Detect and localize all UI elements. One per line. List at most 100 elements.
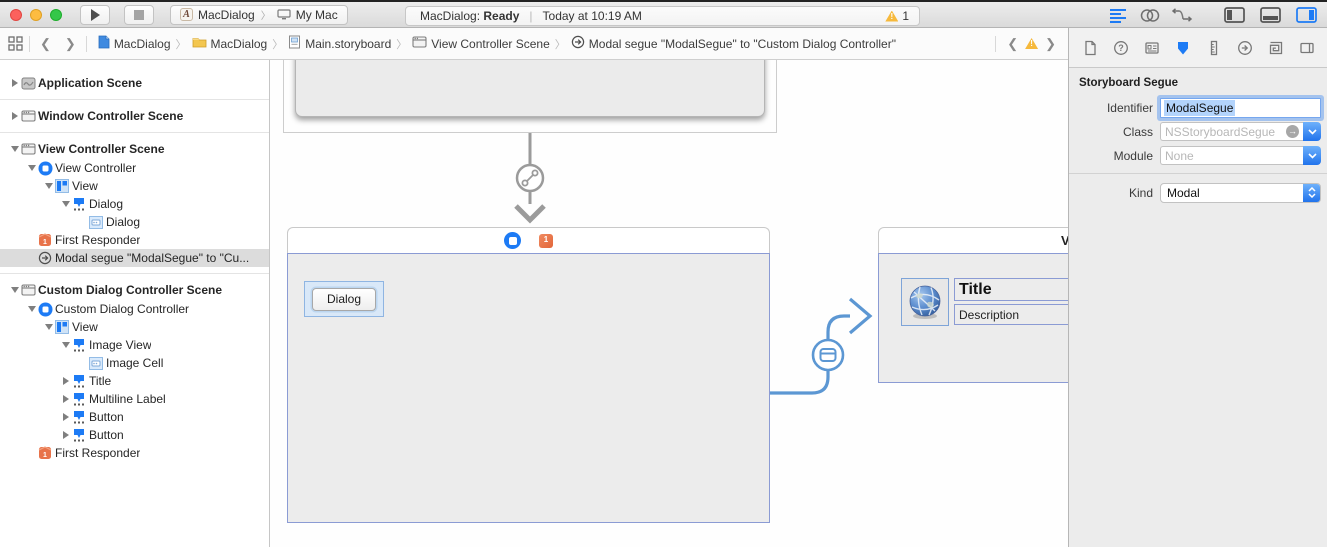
cell-icon <box>89 215 106 229</box>
disclosure-collapsed-icon[interactable] <box>59 413 72 421</box>
breadcrumb-item[interactable]: Modal segue "ModalSegue" to "Custom Dial… <box>571 35 896 52</box>
globe-icon <box>909 285 941 319</box>
outline-row[interactable]: Custom Dialog Controller <box>0 300 269 318</box>
tab-attributes-inspector[interactable] <box>1174 39 1192 57</box>
scene-dock[interactable] <box>287 227 770 253</box>
view-controller-icon[interactable] <box>504 232 521 249</box>
outline-row[interactable]: Custom Dialog Controller Scene <box>0 280 269 300</box>
dialog-button-selection[interactable]: Dialog <box>304 281 384 317</box>
outline-row[interactable]: Button <box>0 408 269 426</box>
outline-row[interactable]: View Controller Scene <box>0 139 269 159</box>
back-button[interactable]: ❮ <box>40 35 51 51</box>
forward-button[interactable]: ❯ <box>64 35 76 51</box>
next-issue-button[interactable]: ❯ <box>1045 35 1056 51</box>
disclosure-expanded-icon[interactable] <box>8 287 21 293</box>
storyboard-canvas[interactable]: Dialog V <box>270 60 1068 547</box>
outline-row[interactable]: View <box>0 318 269 336</box>
breadcrumb-item[interactable]: MacDialog <box>192 36 267 51</box>
outline-row[interactable]: Window Controller Scene <box>0 106 269 126</box>
tab-bindings-inspector[interactable] <box>1267 39 1285 57</box>
kind-popup[interactable]: Modal <box>1160 182 1321 203</box>
tab-identity-inspector[interactable] <box>1143 39 1161 57</box>
issue-warning-icon[interactable] <box>1025 38 1039 49</box>
class-dropdown-button[interactable] <box>1303 122 1321 141</box>
minimize-window-button[interactable] <box>30 8 42 21</box>
standard-editor-button[interactable] <box>1105 5 1131 25</box>
window-to-vc-segue[interactable] <box>514 133 546 224</box>
view-icon <box>55 179 72 193</box>
breadcrumb-item[interactable]: Main.storyboard <box>288 35 391 52</box>
tab-view-effects-inspector[interactable] <box>1298 39 1316 57</box>
scheme-selector[interactable]: A MacDialog 〉 My Mac <box>170 4 348 25</box>
field-label-module: Module <box>1113 148 1153 163</box>
previous-issue-button[interactable]: ❮ <box>1007 35 1019 51</box>
jump-to-class-icon[interactable]: → <box>1286 125 1299 138</box>
first-responder-icon[interactable] <box>539 233 553 248</box>
related-items-icon[interactable] <box>8 36 23 51</box>
zoom-window-button[interactable] <box>50 8 62 21</box>
disclosure-collapsed-icon[interactable] <box>59 395 72 403</box>
assistant-editor-button[interactable] <box>1137 5 1163 25</box>
warning-icon[interactable] <box>885 10 899 22</box>
identifier-field[interactable]: ModalSegue <box>1160 97 1321 118</box>
outline-row[interactable]: Dialog <box>0 195 269 213</box>
disclosure-expanded-icon[interactable] <box>42 324 55 330</box>
breadcrumb-item[interactable]: View Controller Scene <box>412 36 550 51</box>
version-editor-button[interactable] <box>1169 5 1195 25</box>
disclosure-collapsed-icon[interactable] <box>8 112 21 120</box>
tab-quick-help-inspector[interactable]: ? <box>1112 39 1130 57</box>
outline-row[interactable]: Modal segue "ModalSegue" to "Cu... <box>0 249 269 267</box>
custom-dialog-controller-scene[interactable]: V <box>878 227 1068 383</box>
popup-stepper-icon[interactable] <box>1303 183 1320 202</box>
module-dropdown-button[interactable] <box>1303 146 1321 165</box>
scene-title-bar[interactable]: V <box>878 227 1068 253</box>
disclosure-collapsed-icon[interactable] <box>59 377 72 385</box>
module-field[interactable]: None <box>1160 146 1303 165</box>
window-preview[interactable] <box>295 60 765 117</box>
tab-connections-inspector[interactable] <box>1236 39 1254 57</box>
outline-row[interactable]: Button <box>0 426 269 444</box>
scene-icon <box>412 36 427 51</box>
view-controller-view[interactable]: Dialog <box>287 253 770 523</box>
disclosure-expanded-icon[interactable] <box>59 201 72 207</box>
window-controller-scene-frame[interactable] <box>283 60 777 133</box>
control-icon <box>72 338 89 353</box>
outline-row[interactable]: Image View <box>0 336 269 354</box>
disclosure-expanded-icon[interactable] <box>8 146 21 152</box>
outline-row[interactable]: Image Cell <box>0 354 269 372</box>
stop-button[interactable] <box>124 4 154 25</box>
title-label[interactable]: Title <box>954 278 1068 301</box>
outline-row[interactable]: View Controller <box>0 159 269 177</box>
disclosure-expanded-icon[interactable] <box>25 165 38 171</box>
warning-count[interactable]: 1 <box>902 9 909 23</box>
outline-row[interactable]: Multiline Label <box>0 390 269 408</box>
dialog-button[interactable]: Dialog <box>312 287 376 311</box>
disclosure-collapsed-icon[interactable] <box>8 79 21 87</box>
outline-label: Custom Dialog Controller <box>55 302 190 316</box>
tab-size-inspector[interactable] <box>1205 39 1223 57</box>
disclosure-expanded-icon[interactable] <box>25 306 38 312</box>
debug-area-toggle[interactable] <box>1257 5 1283 25</box>
outline-row[interactable]: Dialog <box>0 213 269 231</box>
image-view[interactable] <box>901 278 949 326</box>
outline-row[interactable]: Application Scene <box>0 73 269 93</box>
description-label[interactable]: Description <box>954 304 1068 325</box>
view-controller-scene[interactable]: Dialog <box>287 227 770 523</box>
close-window-button[interactable] <box>10 8 22 21</box>
class-field[interactable]: NSStoryboardSegue→ <box>1160 122 1303 141</box>
disclosure-expanded-icon[interactable] <box>42 183 55 189</box>
run-button[interactable] <box>80 4 110 25</box>
navigator-toggle[interactable] <box>1221 5 1247 25</box>
scheme-destination: My Mac <box>295 7 338 22</box>
custom-dialog-view[interactable]: Title Description <box>878 253 1068 383</box>
tab-file-inspector[interactable] <box>1081 39 1099 57</box>
disclosure-expanded-icon[interactable] <box>59 342 72 348</box>
modal-segue-arrow[interactable] <box>770 297 873 395</box>
breadcrumb-item[interactable]: MacDialog <box>97 35 171 52</box>
inspector-toggle[interactable] <box>1293 5 1319 25</box>
outline-row[interactable]: Title <box>0 372 269 390</box>
disclosure-collapsed-icon[interactable] <box>59 431 72 439</box>
outline-row[interactable]: View <box>0 177 269 195</box>
